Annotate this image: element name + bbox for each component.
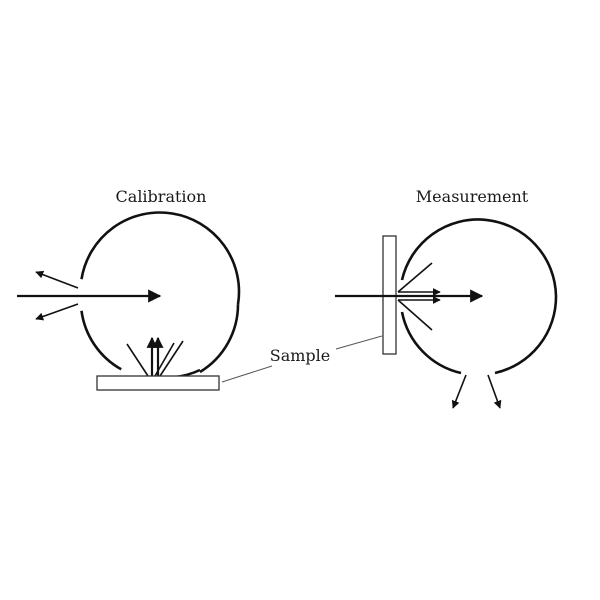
- calibration-escape-ray-upper: [35, 270, 79, 289]
- calibration-label: Calibration: [116, 187, 207, 206]
- measurement-sphere-upper-right: [400, 218, 558, 375]
- calibration-sample-ray-1: [126, 343, 149, 377]
- sample-leader-measurement: [335, 335, 383, 350]
- measurement-setup: Measurement: [335, 187, 558, 409]
- measurement-sphere-lower-left: [400, 311, 462, 375]
- calibration-sphere-right: [199, 304, 240, 374]
- calibration-escape-ray-lower: [35, 303, 79, 321]
- measurement-scatter-ray-1: [397, 262, 433, 293]
- calibration-sphere-lower-left: [80, 310, 122, 371]
- calibration-sample-plate: [96, 375, 220, 391]
- sample-leader-calibration: [221, 365, 273, 383]
- measurement-exit-ray-left: [451, 374, 467, 409]
- calibration-sample-ray-2: [159, 340, 184, 377]
- calibration-sphere-upper: [80, 211, 241, 305]
- measurement-scatter-ray-2: [397, 299, 433, 331]
- measurement-exit-ray-right: [487, 374, 502, 409]
- measurement-label: Measurement: [416, 187, 529, 206]
- sample-annotation: Sample: [221, 335, 383, 383]
- sample-label: Sample: [270, 346, 331, 365]
- calibration-setup: Calibration: [17, 187, 241, 391]
